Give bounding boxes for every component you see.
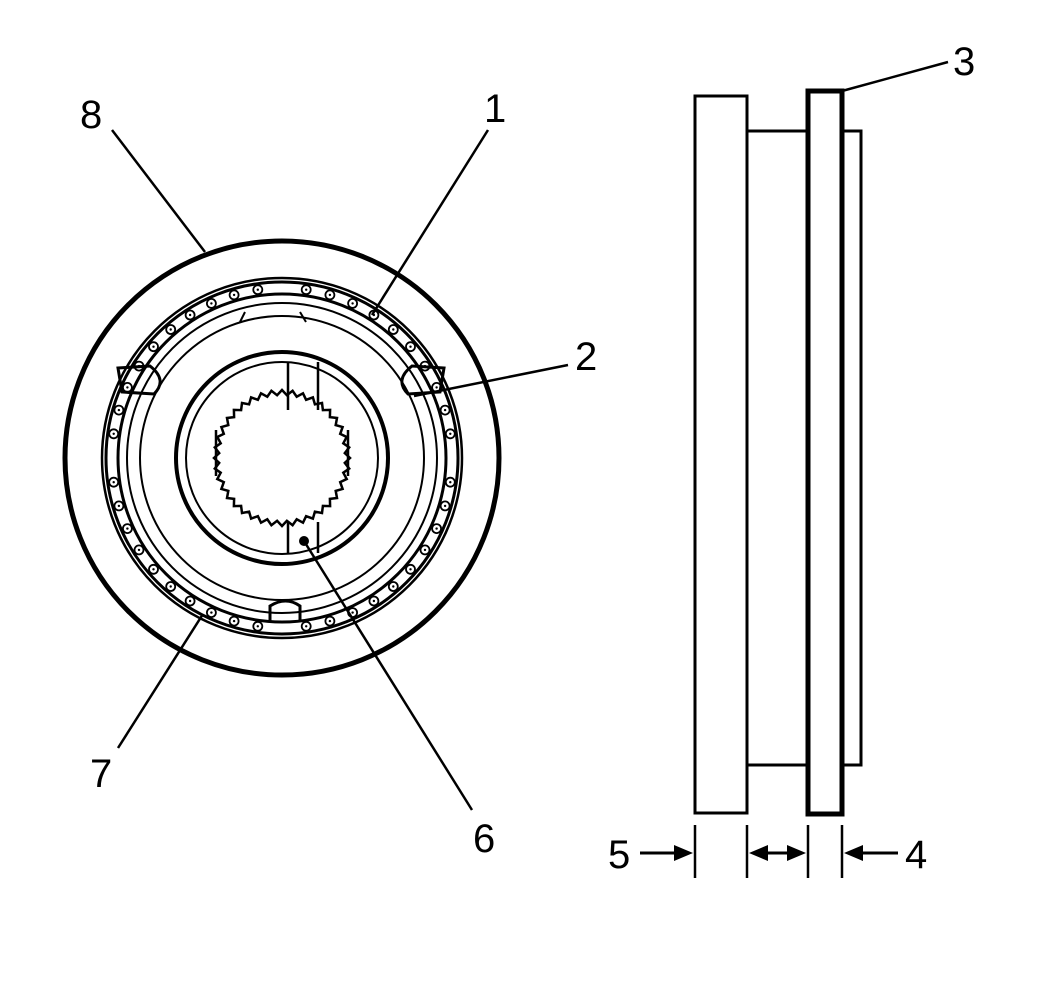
callout-3: 3 [953,40,975,84]
ball-center [351,611,354,614]
ball-center [232,619,236,623]
ball-center [449,481,452,484]
side-view [640,88,898,878]
ball-center [305,625,308,628]
hub-body [747,129,808,767]
leader-8 [111,129,206,253]
ball-center [188,313,192,317]
callout-6: 6 [473,817,495,861]
leader-3 [841,60,949,93]
ball-set [108,284,456,632]
front-view [62,238,502,678]
extension-lines [693,825,844,878]
ball-center [210,611,213,614]
strut-key-right [400,364,446,396]
ball-center [372,599,376,603]
ball-center [305,288,308,291]
ball-center [328,619,332,623]
ball-center [126,527,129,530]
dimension-arrow-4 [844,845,898,861]
ball-center [443,504,447,508]
ball-center [256,625,259,628]
callout-5: 5 [608,833,630,877]
outer-ring [62,238,502,678]
leader-7 [116,613,205,749]
ball-center [112,481,115,484]
strut-key-bottom [268,599,302,622]
leader-lines [111,60,949,811]
ball-center [117,408,121,412]
outer-ring-inner-edge [100,276,464,640]
ball-center [435,386,438,389]
ball-center [392,585,395,588]
ball-center [449,432,452,435]
sleeve-inner [185,361,379,555]
ball-ring-outer [104,280,460,636]
ball-center [435,527,438,530]
keyway-bottom [286,522,320,553]
ball-center [126,386,129,389]
ball-center [152,568,155,571]
ball-center [409,568,412,571]
ball-center [169,328,172,331]
ball-center [152,345,155,348]
ball-center [117,504,121,508]
dimension-arrow-gap [749,845,806,861]
ball-center [409,345,412,348]
leader-6 [302,540,474,811]
callout-4: 4 [905,833,927,877]
leader-2 [413,363,569,398]
sleeve-plate [805,88,845,817]
strut-key-top [239,311,307,323]
ball-ring-inner [116,292,448,624]
callout-1: 1 [484,87,506,131]
callout-2: 2 [575,335,597,379]
splined-bore [212,388,352,528]
hub-face [139,315,425,601]
ball-center [188,599,192,603]
ball-center [232,293,236,297]
ball-center [351,302,354,305]
dimension-arrow-5 [640,845,693,861]
strut-key-left [116,364,162,396]
hub-outer-edge [126,302,438,614]
sleeve-outer [174,350,390,566]
ball-center [169,585,172,588]
blocker-ring-plate [842,129,863,767]
keyway-top [286,362,320,410]
ball-center [423,548,427,552]
ball-center [443,408,447,412]
ball-center [112,432,115,435]
hub-plate [693,94,749,815]
ball-center [256,288,259,291]
callout-8: 8 [80,93,102,137]
leader-1 [370,129,490,316]
ball-center [392,328,395,331]
callout-7: 7 [90,752,112,796]
ball-center [210,302,213,305]
ball-center [137,548,141,552]
ball-center [328,293,332,297]
